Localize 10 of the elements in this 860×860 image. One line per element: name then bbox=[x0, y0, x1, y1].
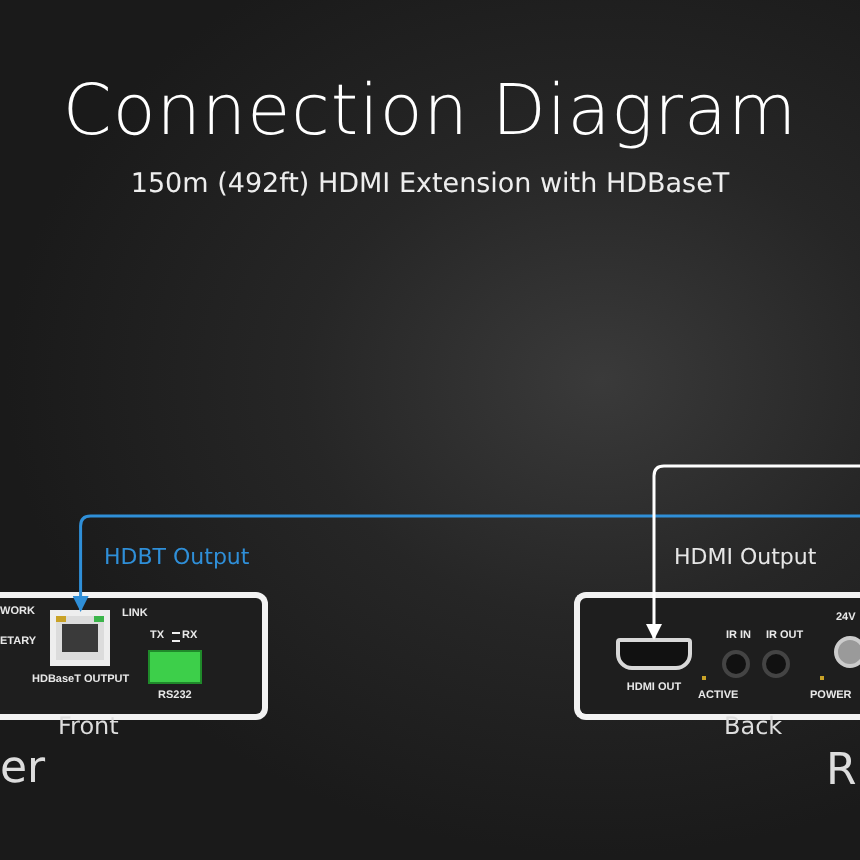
view-caption: Front bbox=[58, 712, 119, 740]
port-heading: HDBT Output bbox=[104, 544, 250, 570]
diagram-subtitle: 150m (492ft) HDMI Extension with HDBaseT bbox=[128, 168, 732, 200]
device-name: er bbox=[0, 744, 46, 794]
cable-line bbox=[646, 464, 860, 640]
cable-line bbox=[72, 514, 860, 612]
device-name: R bbox=[826, 746, 857, 796]
view-caption: Back bbox=[724, 712, 783, 740]
port-heading: HDMI Output bbox=[674, 544, 817, 570]
diagram-title: Connection Diagram bbox=[60, 72, 800, 152]
